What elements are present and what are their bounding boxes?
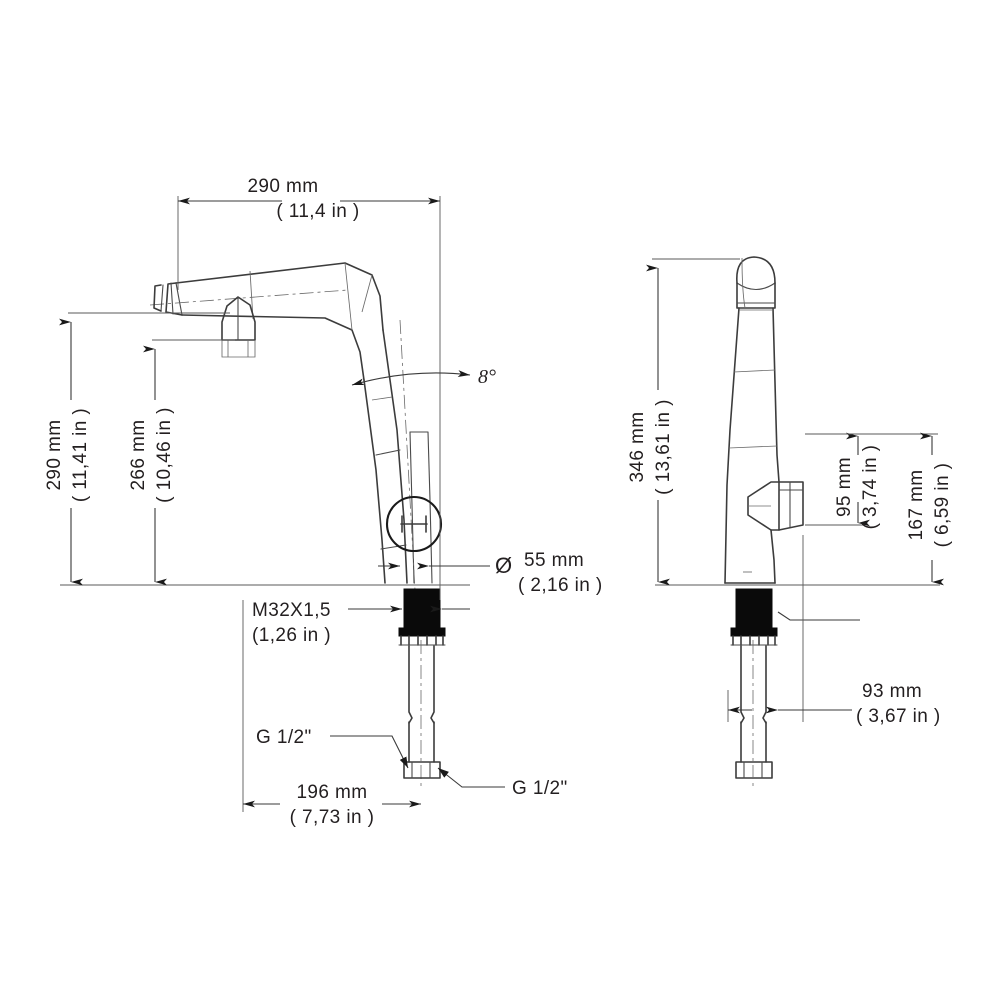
dim-total-height-front: 346 mm ( 13,61 in ) <box>627 258 740 586</box>
dim-shank-thread-in: (1,26 in ) <box>252 625 331 646</box>
dim-base-offset-in: ( 7,73 in ) <box>290 807 375 828</box>
dim-spout-height-in: ( 10,46 in ) <box>154 407 175 503</box>
threaded-shank <box>398 588 446 646</box>
dim-handle-projection-in: ( 3,67 in ) <box>856 706 941 727</box>
spout-head-cap <box>736 256 776 309</box>
dim-base-offset: 196 mm ( 7,73 in ) <box>242 600 421 828</box>
dim-spout-reach-mm: 290 mm <box>247 176 318 197</box>
dim-spout-height: 266 mm ( 10,46 in ) <box>128 339 235 586</box>
supply-tube-upper <box>408 640 435 790</box>
dim-spout-angle: 8° <box>351 366 496 388</box>
dim-spout-reach-in: ( 11,4 in ) <box>276 201 359 222</box>
dim-body-diameter-in: ( 2,16 in ) <box>518 575 603 596</box>
spout-barrel <box>149 262 384 381</box>
spout-aerator-tip <box>153 282 183 316</box>
front-elevation-view: 346 mm ( 13,61 in ) 95 mm ( 3,74 in ) 16… <box>627 256 953 790</box>
callout-supply-upper-label: G 1/2" <box>256 727 312 748</box>
column-lower-front <box>724 529 776 584</box>
dim-total-height-front-mm: 346 mm <box>627 411 648 482</box>
handle-lever-mount <box>221 296 256 358</box>
side-elevation-view: 290 mm ( 11,4 in ) 290 mm ( 11,41 in ) 2… <box>44 176 603 828</box>
dim-shank-thread-mm: M32X1,5 <box>252 600 331 621</box>
callout-supply-lower-label: G 1/2" <box>512 778 568 799</box>
threaded-shank-front <box>730 588 860 646</box>
dim-spout-reach: 290 mm ( 11,4 in ) <box>177 176 441 600</box>
callout-supply-lower: G 1/2" <box>437 767 568 799</box>
dim-handle-height: 95 mm ( 3,74 in ) <box>805 432 881 530</box>
dim-spout-height-mm: 266 mm <box>128 419 149 490</box>
dim-handle-height-in: ( 3,74 in ) <box>860 445 881 530</box>
dim-overall-height-in: ( 11,41 in ) <box>70 408 91 502</box>
diameter-symbol-icon: Ø <box>495 553 512 578</box>
dim-handle-height-mm: 95 mm <box>834 457 855 517</box>
dim-overall-height: 290 mm ( 11,41 in ) <box>44 312 230 586</box>
dim-spout-angle-value: 8° <box>478 366 496 388</box>
dim-body-diameter-mm: 55 mm <box>524 550 584 571</box>
spray-mode-button <box>385 495 443 553</box>
dim-shank-thread: M32X1,5 (1,26 in ) <box>252 600 470 646</box>
supply-tube-front <box>735 640 773 790</box>
callout-supply-upper: G 1/2" <box>256 727 409 769</box>
dim-total-height-front-in: ( 13,61 in ) <box>653 399 674 495</box>
handle-wedge-front <box>747 481 804 531</box>
dim-handle-projection-mm: 93 mm <box>862 681 922 702</box>
dim-handle-top-height-in: ( 6,59 in ) <box>932 463 953 548</box>
faucet-column-front <box>724 307 780 584</box>
dim-handle-top-height: 167 mm ( 6,59 in ) <box>805 432 953 586</box>
supply-tube-lower <box>403 721 441 779</box>
dim-overall-height-mm: 290 mm <box>44 419 65 490</box>
dim-base-offset-mm: 196 mm <box>296 782 367 803</box>
dim-body-diameter: Ø 55 mm ( 2,16 in ) <box>378 550 603 596</box>
dim-handle-projection: 93 mm ( 3,67 in ) <box>727 535 941 727</box>
dim-handle-top-height-mm: 167 mm <box>906 469 927 540</box>
